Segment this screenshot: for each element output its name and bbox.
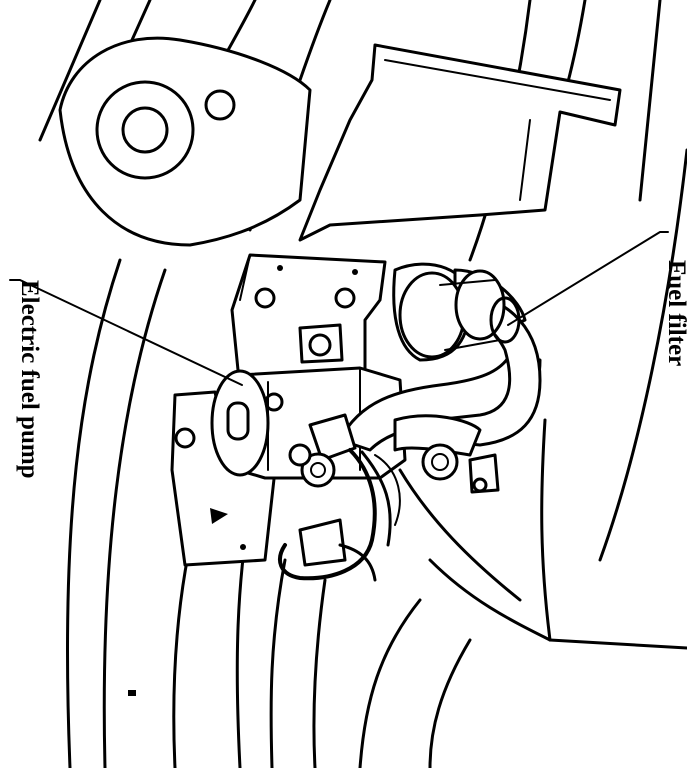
pump-mount-plate <box>230 253 387 402</box>
filter-leader-line <box>507 231 669 326</box>
mounting-bracket <box>58 36 382 247</box>
wiring-harness <box>278 448 401 582</box>
fuel-filter-label: Fuel filter <box>663 260 687 367</box>
fittings <box>288 413 500 494</box>
callout-lines <box>9 231 669 386</box>
upper-rail <box>298 43 622 242</box>
vehicle-frame <box>38 0 687 768</box>
pump-leader-line <box>9 279 243 386</box>
electric-fuel-pump-label: Electric fuel pump <box>16 280 43 479</box>
fuel-filter <box>398 269 521 359</box>
